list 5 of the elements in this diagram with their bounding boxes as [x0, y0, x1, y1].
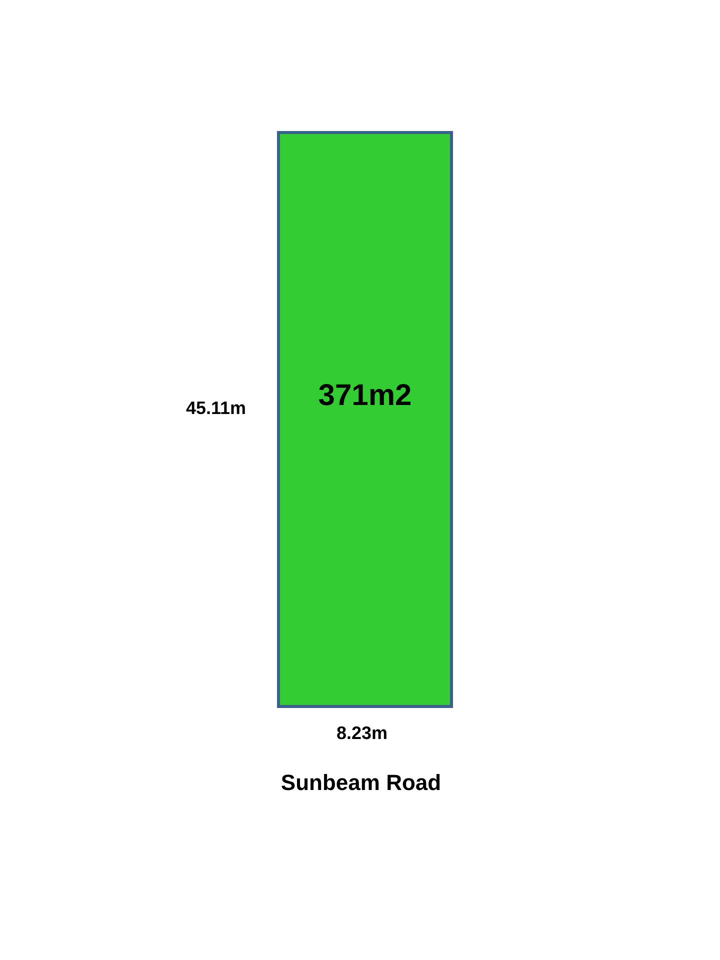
street-name: Sunbeam Road — [280, 770, 442, 796]
dimension-label: 45.11m — [186, 398, 246, 419]
area-label: 371m2 — [317, 379, 413, 413]
lot-parcel — [277, 131, 453, 708]
dimension-label: 8.23m — [336, 723, 388, 744]
